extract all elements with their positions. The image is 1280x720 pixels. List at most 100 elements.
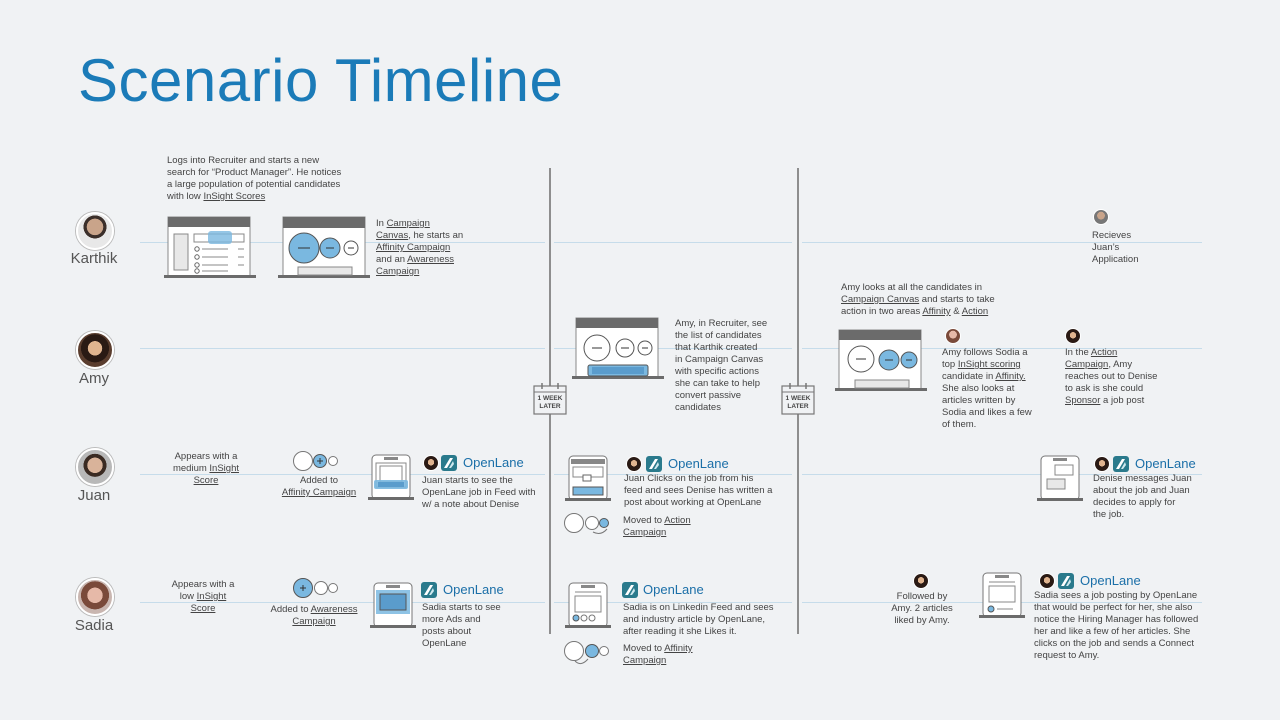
- avatar-juan: [76, 448, 114, 486]
- karthik-note-receives: Recieves Juan’s Application: [1092, 230, 1139, 265]
- openlane-logo-icon: [622, 582, 638, 598]
- sadia-ads-phone-icon: [370, 582, 416, 628]
- campaign-canvas-link[interactable]: Campaign: [386, 218, 430, 229]
- juan-feed-phone-icon-2: [565, 455, 611, 501]
- avatar-denise-small: [423, 455, 439, 471]
- sadia-moved-circles-icon: [564, 641, 609, 665]
- avatar-denise-small-2: [626, 456, 642, 472]
- amy-note-recruiter: Amy, in Recruiter, see the list of candi…: [675, 318, 768, 413]
- juan-campaign-circles-icon: [293, 451, 338, 471]
- avatar-amy: [76, 331, 114, 369]
- lane-line-sadia-2: [554, 602, 792, 603]
- juan-note-messages: Denise messages Juan about the job and J…: [1093, 473, 1192, 520]
- action-link-3[interactable]: Action: [664, 515, 691, 526]
- campaign-link-5[interactable]: Campaign: [623, 655, 667, 666]
- juan-feed-phone-icon: [368, 454, 414, 500]
- campaign-link-4[interactable]: Campaign: [292, 616, 336, 627]
- avatar-amy-small: [1065, 328, 1081, 344]
- score-link-2[interactable]: Score: [190, 603, 216, 614]
- avatar-karthik: [76, 212, 114, 250]
- affinity-campaign-link-2[interactable]: Affinity Campaign: [281, 487, 357, 498]
- juan-note-clicks: Juan Clicks on the job from his feed and…: [624, 473, 773, 508]
- person-name-sadia: Sadia: [74, 617, 114, 634]
- amy-note-follows: Amy follows Sodia a top InSight scoring …: [942, 347, 1032, 430]
- juan-note-feed: Juan starts to see the OpenLane job in F…: [422, 475, 536, 510]
- avatar-denise-small-3: [1094, 456, 1110, 472]
- juan-moved-circles-icon: [564, 513, 609, 534]
- sadia-note-added: Added to Awareness Campaign: [270, 604, 358, 627]
- openlane-brand: OpenLane: [643, 582, 704, 597]
- juan-note-added: Added to Affinity Campaign: [281, 475, 357, 498]
- action-link[interactable]: Action: [961, 306, 989, 317]
- openlane-logo-icon: [441, 455, 457, 471]
- amy-note-looks: Amy looks at all the candidates in Campa…: [841, 282, 995, 317]
- lane-line-amy-2: [554, 348, 792, 349]
- lane-line-sadia: [140, 602, 545, 603]
- score-link[interactable]: Score: [193, 475, 219, 486]
- openlane-brand: OpenLane: [1135, 456, 1196, 471]
- karthik-note-search: Logs into Recruiter and starts a new sea…: [167, 155, 342, 202]
- sponsor-link[interactable]: Sponsor: [1065, 395, 1101, 406]
- openlane-brand: OpenLane: [668, 456, 729, 471]
- amy-canvas-screen-icon-2: [835, 329, 927, 391]
- sadia-campaign-circles-icon: [293, 578, 338, 598]
- sadia-note-followed: Followed by Amy. 2 articles liked by Amy…: [891, 591, 953, 626]
- calendar-icon: [781, 383, 815, 415]
- lane-line-amy: [140, 348, 545, 349]
- openlane-logo-icon: [421, 582, 437, 598]
- avatar-amy-small-2: [913, 573, 929, 589]
- person-name-karthik: Karthik: [70, 250, 118, 267]
- amy-campaign-canvas-screen-icon: [572, 317, 664, 379]
- affinity-link-3[interactable]: Affinity: [664, 643, 693, 654]
- campaign-link-2[interactable]: Campaign: [1065, 359, 1109, 370]
- week-label-line1: 1 WEEK: [537, 395, 563, 402]
- week-label-line2: LATER: [787, 403, 809, 410]
- openlane-logo-icon: [1058, 573, 1074, 589]
- insight-link[interactable]: InSight: [209, 463, 239, 474]
- openlane-logo-icon: [646, 456, 662, 472]
- sadia-note-ads: Sadia starts to see more Ads and posts a…: [422, 602, 501, 649]
- sadia-note-feed: Sadia is on Linkedin Feed and sees and i…: [623, 602, 774, 637]
- calendar-icon: [533, 383, 567, 415]
- affinity-link-2[interactable]: Affinity.: [995, 371, 1026, 382]
- recruiter-search-screen-icon: [164, 216, 256, 278]
- lane-line-amy-3: [802, 348, 1202, 349]
- openlane-brand: OpenLane: [443, 582, 504, 597]
- person-name-juan: Juan: [77, 487, 111, 504]
- lane-line-karthik-2: [554, 242, 792, 243]
- avatar-sadia: [76, 578, 114, 616]
- openlane-logo-icon: [1113, 456, 1129, 472]
- campaign-link[interactable]: Campaign: [376, 266, 420, 277]
- affinity-link[interactable]: Affinity: [922, 306, 951, 317]
- sadia-note-appears: Appears with a low InSight Score: [171, 579, 235, 614]
- canvas-link[interactable]: Canvas: [376, 230, 409, 241]
- insight-scoring-link[interactable]: InSight scoring: [957, 359, 1021, 370]
- action-link-2[interactable]: Action: [1090, 347, 1118, 358]
- sadia-feed-phone-icon: [565, 582, 611, 628]
- karthik-note-campaign: In Campaign Canvas, he starts an Affinit…: [376, 218, 464, 277]
- person-name-amy: Amy: [79, 370, 109, 387]
- lane-line-juan: [140, 474, 545, 475]
- openlane-brand: OpenLane: [463, 455, 524, 470]
- avatar-amy-small-3: [1039, 573, 1055, 589]
- amy-note-action: In the Action Campaign, Amy reaches out …: [1065, 347, 1158, 406]
- lane-line-juan-3: [802, 474, 1202, 475]
- campaign-link-3[interactable]: Campaign: [623, 527, 667, 538]
- lane-line-juan-2: [554, 474, 792, 475]
- avatar-karthik-small: [1093, 209, 1109, 225]
- sadia-note-job: Sadia sees a job posting by OpenLane tha…: [1034, 590, 1199, 661]
- openlane-brand: OpenLane: [1080, 573, 1141, 588]
- avatar-sadia-small: [945, 328, 961, 344]
- insight-scores-link[interactable]: InSight Scores: [203, 191, 266, 202]
- awareness-link[interactable]: Awareness: [407, 254, 454, 265]
- juan-note-moved: Moved to Action Campaign: [623, 515, 691, 538]
- campaign-canvas-link-2[interactable]: Campaign Canvas: [841, 294, 920, 305]
- week-label-line2: LATER: [539, 403, 561, 410]
- affinity-campaign-link[interactable]: Affinity Campaign: [376, 242, 451, 253]
- insight-link-2[interactable]: InSight: [196, 591, 227, 602]
- juan-message-phone-icon: [1037, 455, 1083, 501]
- awareness-link-2[interactable]: Awareness: [310, 604, 358, 615]
- juan-note-appears: Appears with a medium InSight Score: [172, 451, 239, 486]
